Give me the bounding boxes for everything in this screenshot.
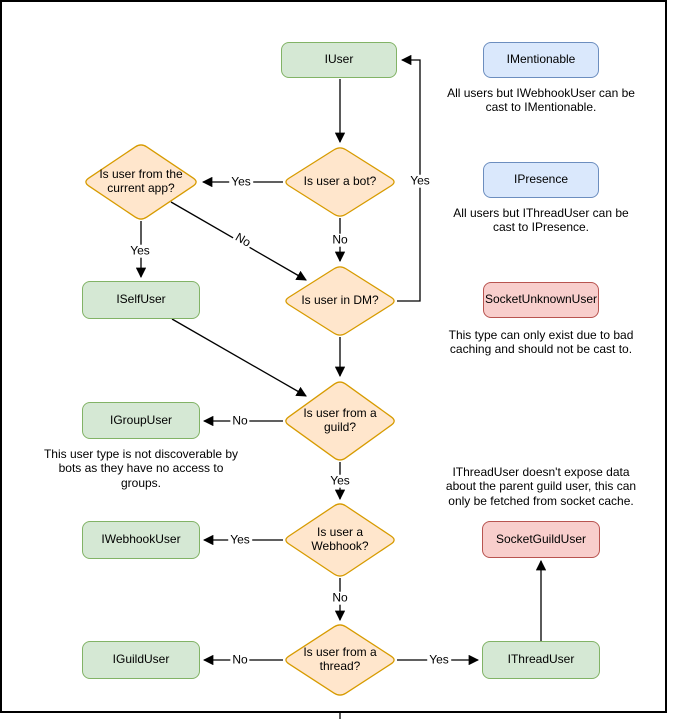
edge-label-guild-yes: Yes <box>328 473 352 488</box>
edge-label-webhook-no: No <box>330 590 350 605</box>
node-iuser: IUser <box>281 42 397 78</box>
edge-label-guild-no: No <box>230 413 250 428</box>
node-socketguilduser: SocketGuildUser <box>482 521 600 558</box>
node-iwebhookuser: IWebhookUser <box>82 521 200 559</box>
node-socketunknownuser: SocketUnknownUser <box>483 282 599 318</box>
edge-label-thread-no: No <box>230 652 250 667</box>
page-border <box>0 0 667 713</box>
node-ithreaduser: IThreadUser <box>482 641 600 679</box>
decision-label-is-current-app: Is user from the current app? <box>99 167 183 195</box>
note-igroupuser: This user type is not discoverable by bo… <box>43 447 239 490</box>
node-ipresence: IPresence <box>483 162 599 198</box>
decision-shape-is-bot <box>285 147 395 217</box>
node-iguilduser: IGuildUser <box>82 641 200 679</box>
decision-label-is-bot: Is user a bot? <box>303 174 377 189</box>
decision-shape-is-thread <box>285 624 395 696</box>
decision-shape-is-current-app <box>85 144 197 220</box>
note-imentionable: All users but IWebhookUser can be cast t… <box>447 86 635 115</box>
edge-label-dm-yes: Yes <box>408 173 432 188</box>
node-iselfuser: ISelfUser <box>82 281 200 319</box>
node-igroupuser: IGroupUser <box>82 402 200 439</box>
decision-shape-is-guild <box>285 381 395 461</box>
decision-label-is-dm: Is user in DM? <box>301 293 379 308</box>
note-socketunknownuser: This type can only exist due to bad cach… <box>448 328 634 357</box>
edge-iselfuser-to-isguild <box>171 318 307 397</box>
node-imentionable: IMentionable <box>483 42 599 78</box>
edge-label-thread-yes: Yes <box>427 652 451 667</box>
edge-label-app-yes: Yes <box>128 243 152 258</box>
edge-label-webhook-yes: Yes <box>228 532 252 547</box>
decision-shape-is-dm <box>285 266 395 336</box>
edge-label-bot-no: No <box>330 232 350 247</box>
decision-shape-is-webhook <box>285 503 395 577</box>
note-ithreaduser: IThreadUser doesn't expose data about th… <box>445 465 637 508</box>
edge-label-bot-yes: Yes <box>229 174 253 189</box>
decision-label-is-thread: Is user from a thread? <box>303 645 377 673</box>
decision-label-is-guild: Is user from a guild? <box>303 406 377 434</box>
note-ipresence: All users but IThreadUser can be cast to… <box>453 206 629 235</box>
decision-label-is-webhook: Is user a Webhook? <box>311 525 369 553</box>
